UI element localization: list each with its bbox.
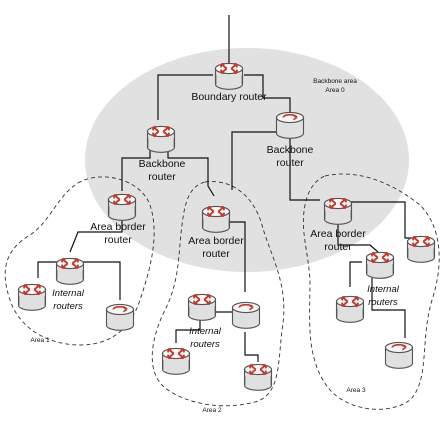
area3-router-c-icon <box>335 295 365 324</box>
area-border-router-2-icon <box>201 205 231 234</box>
area2-router-b-icon <box>231 301 261 330</box>
area3-router-d-icon <box>384 341 414 370</box>
area2-router-c-icon <box>161 347 191 376</box>
internal-routers-1-label: Internal <box>52 288 85 299</box>
backbone-router-right-label: Backbone <box>267 144 314 156</box>
area1-router-c-icon <box>105 303 135 332</box>
area-border-router-3-label: Area border <box>310 228 366 240</box>
area-border-router-1-icon <box>107 193 137 222</box>
boundary-router-label: Boundary router <box>191 91 267 103</box>
area-border-router-2-label-2: router <box>202 248 230 260</box>
backbone-router-right-label-2: router <box>276 157 304 169</box>
backbone-router-left-label-2: router <box>148 171 176 183</box>
backbone-router-left-label: Backbone <box>139 158 186 170</box>
backbone-router-right-icon <box>275 111 305 140</box>
internal-routers-2-label: Internal <box>189 326 222 337</box>
area-border-router-2-label: Area border <box>188 235 244 247</box>
area-border-router-1-label: Area border <box>90 221 146 233</box>
area1-router-b-icon <box>17 283 47 312</box>
backbone-area-label: Backbone area <box>313 78 357 85</box>
internal-routers-3-label-2: routers <box>368 297 398 308</box>
area1-router-a-icon <box>55 257 85 286</box>
area-border-router-1-label-2: router <box>104 234 132 246</box>
backbone-area-number: Area 0 <box>325 87 345 94</box>
area-border-router-3-icon <box>323 197 353 226</box>
area3-router-a-icon <box>406 235 436 264</box>
area-1-border <box>4 176 155 346</box>
area-2-label: Area 2 <box>202 407 222 414</box>
area3-router-b-icon <box>365 251 395 280</box>
area-3-label: Area 3 <box>346 387 366 394</box>
boundary-router-icon <box>214 62 244 91</box>
internal-routers-2-label-2: routers <box>190 339 220 350</box>
internal-routers-3-label: Internal <box>367 284 400 295</box>
area-2-border <box>151 181 285 407</box>
area2-router-a-icon <box>187 293 217 322</box>
area-border-router-3-label-2: router <box>324 241 352 253</box>
backbone-router-left-icon <box>146 125 176 154</box>
internal-routers-1-label-2: routers <box>53 301 83 312</box>
area2-router-d-icon <box>243 363 273 392</box>
area-1-label: Area 1 <box>30 337 50 344</box>
